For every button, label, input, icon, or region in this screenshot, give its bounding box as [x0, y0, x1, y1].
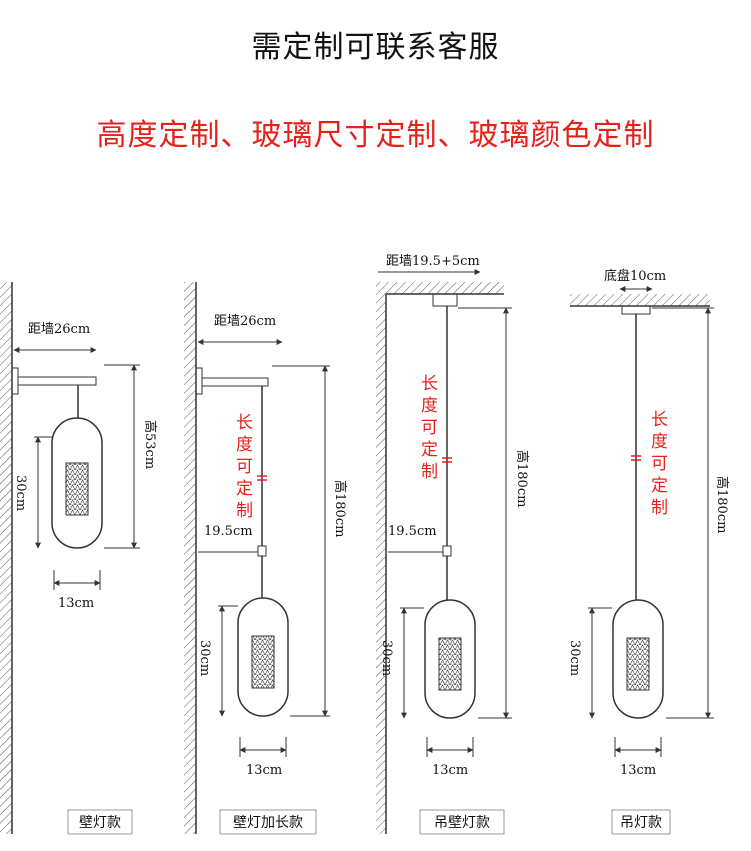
variant-wall-lamp: 距墙26cm 高53cm 30cm 13cm 壁灯款 — [0, 282, 158, 835]
bulb-mesh — [251, 635, 275, 689]
variant-caption: 吊壁灯款 — [434, 815, 490, 831]
glass-width-label: 13cm — [620, 763, 656, 778]
glass-width-label: 13cm — [246, 763, 282, 778]
bulb-mesh — [438, 637, 462, 691]
variant-caption: 壁灯款 — [79, 815, 121, 831]
variant-caption: 壁灯加长款 — [233, 815, 303, 831]
custom-length-label-1: 长 — [421, 374, 438, 394]
wall-hatch — [0, 282, 12, 834]
height-label: 高53cm — [142, 420, 158, 469]
glass-width-label: 13cm — [58, 596, 94, 611]
glass-shade — [612, 599, 664, 719]
base-label: 底盘10cm — [604, 268, 666, 284]
custom-length-label-2: 度 — [421, 396, 438, 416]
bulb-mesh — [626, 637, 650, 691]
custom-length-label-3: 可 — [236, 457, 253, 477]
height-label: 高180cm — [714, 476, 730, 533]
custom-length-label-4: 定 — [421, 440, 438, 460]
custom-length-label-5: 制 — [236, 501, 253, 521]
glass-shade — [424, 599, 476, 719]
wall-distance-label: 距墙19.5+5cm — [386, 254, 480, 269]
custom-length-label-3: 可 — [421, 418, 438, 438]
variant-caption: 吊灯款 — [620, 815, 662, 831]
ceiling-hatch — [386, 282, 504, 294]
arm-length-label: 19.5cm — [388, 524, 437, 539]
glass-height-label: 30cm — [567, 640, 582, 676]
custom-length-label-4: 定 — [651, 476, 668, 496]
custom-length-label-3: 可 — [651, 454, 668, 474]
custom-length-label-4: 定 — [236, 479, 253, 499]
wall-hatch — [184, 282, 196, 834]
custom-length-label-2: 度 — [651, 432, 668, 452]
wall-hatch — [376, 282, 386, 834]
custom-length-label-1: 长 — [236, 413, 253, 433]
arm-length-label: 19.5cm — [204, 524, 253, 539]
glass-shade — [237, 597, 289, 717]
variant-pendant-wall-lamp: 距墙19.5+5cm 19.5cm 长 度 可 定 制 高180cm 30cm … — [376, 254, 530, 835]
page-title: 需定制可联系客服 — [251, 30, 500, 65]
custom-length-label-2: 度 — [236, 435, 253, 455]
glass-height-label: 30cm — [379, 640, 394, 676]
wall-distance-label: 距墙26cm — [28, 322, 90, 337]
ceiling-hatch — [570, 294, 710, 306]
variant-extended-wall-lamp: 距墙26cm 19.5cm 长 度 可 定 制 高180cm 30cm 13cm… — [184, 282, 348, 835]
wall-distance-label: 距墙26cm — [214, 314, 276, 329]
glass-height-label: 30cm — [13, 475, 28, 511]
custom-length-label-5: 制 — [651, 498, 668, 518]
glass-height-label: 30cm — [197, 640, 212, 676]
variant-pendant-lamp: 底盘10cm 长 度 可 定 制 高180cm 30cm 13cm 吊灯款 — [567, 268, 730, 835]
height-label: 高180cm — [332, 480, 348, 537]
custom-length-label-5: 制 — [421, 462, 438, 482]
height-label: 高180cm — [514, 450, 530, 507]
glass-width-label: 13cm — [432, 763, 468, 778]
customization-subtitle: 高度定制、玻璃尺寸定制、玻璃颜色定制 — [96, 118, 655, 153]
bulb-mesh — [65, 462, 89, 516]
glass-shade — [51, 417, 103, 549]
custom-length-label-1: 长 — [651, 410, 668, 430]
